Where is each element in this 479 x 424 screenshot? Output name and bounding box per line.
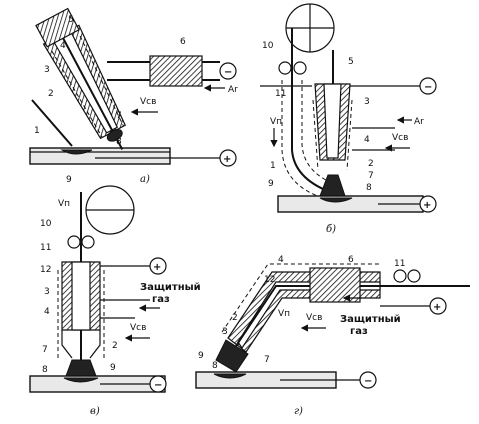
svg-text:7: 7	[116, 111, 122, 121]
svg-text:4: 4	[60, 41, 66, 51]
polarity-plus-a	[219, 149, 237, 167]
svg-text:2: 2	[368, 159, 374, 169]
svg-text:3: 3	[364, 97, 370, 107]
feed-label-g: Vп	[278, 309, 290, 319]
polarity-plus-b	[419, 195, 437, 213]
torch-polarity-b: −	[424, 82, 432, 93]
svg-text:2: 2	[48, 89, 54, 99]
svg-text:4: 4	[364, 135, 370, 145]
svg-text:11: 11	[40, 243, 51, 253]
plate-polarity-b: +	[423, 200, 431, 211]
torch-polarity: −	[224, 67, 232, 78]
caption-g: г)	[294, 406, 303, 417]
weld-pool	[60, 149, 93, 155]
plate-polarity-a: +	[223, 154, 231, 165]
speed-label-b: Vсв	[392, 133, 408, 143]
svg-text:6: 6	[348, 255, 354, 265]
polarity-minus-b	[419, 77, 437, 95]
svg-text:5: 5	[68, 15, 74, 25]
speed-label-g: Vсв	[306, 313, 322, 323]
polarity-minus-a	[219, 62, 237, 80]
svg-text:1: 1	[270, 161, 276, 171]
panel-b: − Аr Vсв Vп + 1 2 3 4 5 7 8 9 10 11 б)	[260, 3, 437, 235]
feed-label-b: Vп	[270, 117, 282, 127]
svg-text:3: 3	[222, 327, 228, 337]
svg-text:9: 9	[66, 175, 72, 185]
plate-polarity-g: −	[364, 376, 372, 387]
svg-text:2: 2	[232, 313, 238, 323]
shield-gas-label-v: Защитный	[140, 282, 201, 293]
svg-text:8: 8	[116, 137, 122, 147]
svg-text:7: 7	[264, 355, 270, 365]
svg-text:11: 11	[275, 89, 286, 99]
speed-label-a: Vсв	[140, 97, 156, 107]
torch-polarity-g: +	[433, 302, 441, 313]
svg-text:4: 4	[44, 307, 50, 317]
svg-text:5: 5	[348, 57, 354, 67]
part-numbers-v: 2 3 4 7 8 9 10 11 12	[40, 219, 118, 375]
shield-gas-label-g: Защитный	[340, 314, 401, 325]
svg-text:6: 6	[180, 37, 186, 47]
plate-polarity-v: −	[154, 380, 162, 391]
shield-gas-label-g-2: газ	[350, 326, 368, 337]
feed-label-v: Vп	[58, 199, 70, 209]
svg-text:9: 9	[110, 363, 116, 373]
svg-text:3: 3	[44, 287, 50, 297]
polarity-minus-v	[149, 375, 167, 393]
caption-v: в)	[90, 406, 100, 417]
polarity-minus-g	[359, 371, 377, 389]
gas-label-b: Аr	[414, 117, 424, 127]
part-numbers-a: 1 2 3 4 5 6 7 8 9	[34, 15, 186, 185]
svg-text:10: 10	[40, 219, 52, 229]
caption-b: б)	[326, 224, 336, 235]
gun-handle-g	[309, 267, 361, 303]
svg-text:12: 12	[40, 265, 51, 275]
workpiece-plate	[29, 147, 171, 165]
caption-a: а)	[140, 174, 150, 185]
svg-text:2: 2	[112, 341, 118, 351]
part-numbers-b: 1 2 3 4 5 7 8 9 10 11	[262, 41, 374, 193]
svg-text:11: 11	[394, 259, 405, 269]
svg-text:7: 7	[42, 345, 48, 355]
panel-v: + Защитный газ Vсв Vп − 2 3 4 7 8 9 10 1…	[29, 185, 201, 417]
svg-text:3: 3	[44, 65, 50, 75]
svg-text:8: 8	[42, 365, 48, 375]
svg-text:10: 10	[262, 41, 274, 51]
part-numbers-g: 2 3 4 6 7 8 9 11 12	[198, 255, 405, 371]
polarity-plus-v	[149, 257, 167, 275]
cable-connector	[149, 55, 203, 87]
svg-text:8: 8	[212, 361, 218, 371]
gas-label-a: Аr	[228, 85, 238, 95]
panel-a: − Аr Vсв + 1 2 3 4 5 6 7 8 9 а)	[29, 7, 238, 185]
torch-polarity-v: +	[153, 262, 161, 273]
svg-text:12: 12	[264, 275, 275, 285]
svg-text:9: 9	[198, 351, 204, 361]
svg-text:1: 1	[34, 126, 40, 136]
shield-gas-label-v-2: газ	[152, 294, 170, 305]
svg-text:8: 8	[366, 183, 372, 193]
panel-g: + Защитный газ Vсв Vп − 2 3 4 6 7 8 9 11…	[195, 255, 470, 417]
filler-rod	[31, 99, 73, 147]
svg-text:4: 4	[278, 255, 284, 265]
svg-text:7: 7	[368, 171, 374, 181]
speed-label-v: Vсв	[130, 323, 146, 333]
polarity-plus-g	[429, 297, 447, 315]
svg-text:9: 9	[268, 179, 274, 189]
